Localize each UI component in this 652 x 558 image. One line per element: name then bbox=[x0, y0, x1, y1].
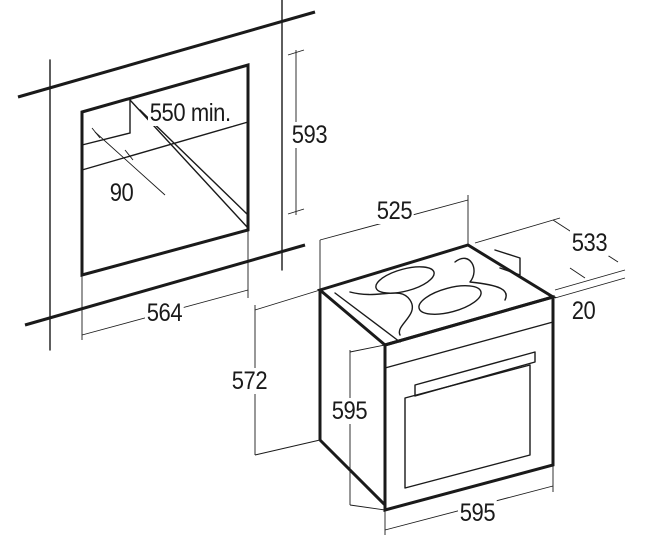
oven-front-width-label: 595 bbox=[458, 499, 497, 527]
oven-body-height-label: 572 bbox=[230, 367, 269, 395]
oven-drawing bbox=[254, 195, 626, 535]
niche-drawing bbox=[17, 0, 316, 351]
oven-front-height-label: 595 bbox=[330, 397, 369, 425]
niche-width-label: 564 bbox=[145, 299, 184, 327]
oven-top-depth-label: 525 bbox=[375, 197, 414, 225]
niche-height-label: 593 bbox=[290, 121, 329, 149]
niche-gap-label: 90 bbox=[108, 179, 136, 207]
oven-front-label: 20 bbox=[570, 297, 598, 325]
niche-depth-label: 550 min. bbox=[148, 99, 233, 127]
oven-side-depth-label: 533 bbox=[570, 229, 609, 257]
